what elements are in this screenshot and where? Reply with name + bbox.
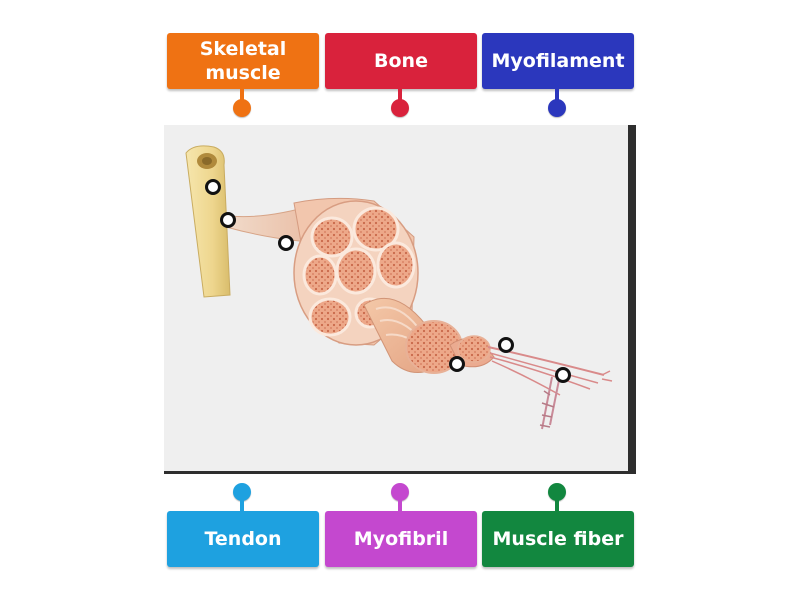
muscle-fiber-pin[interactable] xyxy=(548,483,566,501)
hotspot-myofibril[interactable] xyxy=(498,337,514,353)
skeletal-muscle-pin[interactable] xyxy=(233,99,251,117)
diagram-border-bottom xyxy=(164,471,636,474)
tendon-stem xyxy=(240,493,244,511)
label-myofibril-text: Myofibril xyxy=(353,528,449,550)
label-tendon[interactable]: Tendon xyxy=(167,511,319,567)
label-myofilament-text: Myofilament xyxy=(491,50,625,72)
label-myofibril[interactable]: Myofibril xyxy=(325,511,477,567)
label-bone[interactable]: Bone xyxy=(325,33,477,89)
hotspot-tendon[interactable] xyxy=(220,212,236,228)
hotspot-myofilament[interactable] xyxy=(555,367,571,383)
label-muscle-fiber[interactable]: Muscle fiber xyxy=(482,511,634,567)
muscle-fiber-stem xyxy=(555,493,559,511)
label-muscle-fiber-text: Muscle fiber xyxy=(492,528,624,550)
myofibril-pin[interactable] xyxy=(391,483,409,501)
diagram-border-right xyxy=(628,125,636,474)
hotspot-muscle-fiber[interactable] xyxy=(449,356,465,372)
fascicle-bundle xyxy=(363,297,463,374)
bone-stem xyxy=(398,89,402,107)
muscle-illustration xyxy=(185,145,613,430)
label-myofilament[interactable]: Myofilament xyxy=(482,33,634,89)
label-skeletal-muscle[interactable]: Skeletal muscle xyxy=(167,33,319,89)
myofilament-pin[interactable] xyxy=(548,99,566,117)
myofilament-stem xyxy=(555,89,559,107)
muscle-anatomy-diagram xyxy=(164,125,636,474)
label-skeletal-muscle-text: Skeletal muscle xyxy=(199,38,287,84)
hotspot-skeletal-muscle[interactable] xyxy=(278,235,294,251)
tendon-pin[interactable] xyxy=(233,483,251,501)
myofilament-strands xyxy=(487,346,613,430)
bone-pin[interactable] xyxy=(391,99,409,117)
hotspot-bone[interactable] xyxy=(205,179,221,195)
label-bone-text: Bone xyxy=(374,50,428,72)
label-tendon-text: Tendon xyxy=(204,528,282,550)
myofibril-stem xyxy=(398,493,402,511)
skeletal-muscle-stem xyxy=(240,89,244,107)
